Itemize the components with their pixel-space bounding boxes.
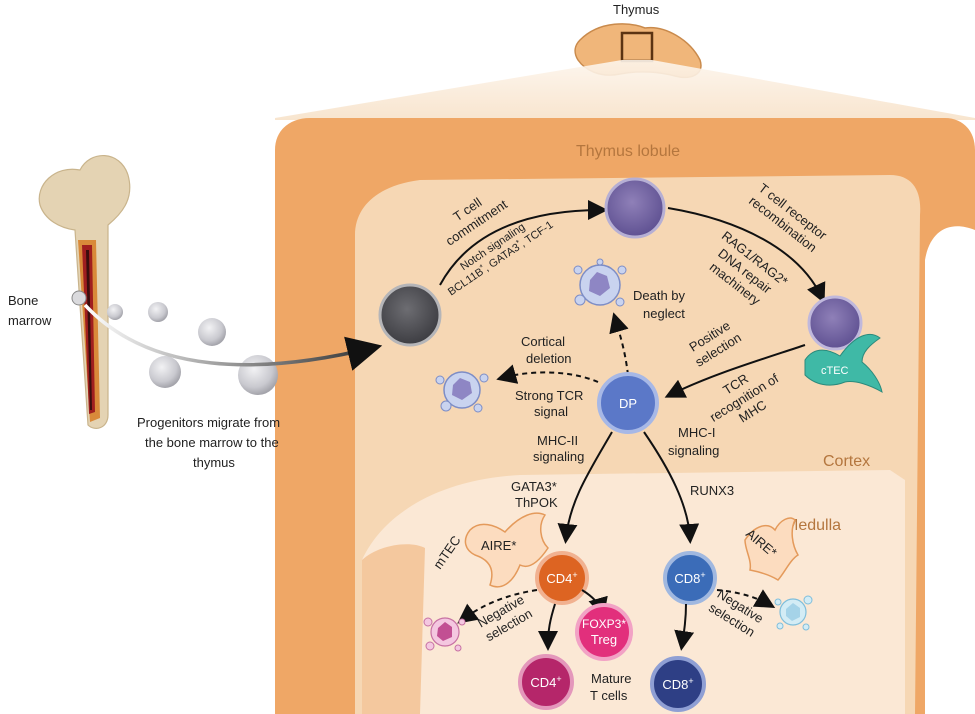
dn-cell — [604, 177, 666, 239]
mature-cd4-cell — [518, 654, 574, 710]
mtec-cell-left — [464, 512, 549, 588]
ctec-label: cTEC — [821, 365, 849, 377]
migration-text-3: thymus — [193, 455, 235, 470]
cd4-label: CD4+ — [546, 570, 577, 586]
progenitor-cell — [238, 355, 278, 395]
cd8-label: CD8+ — [674, 570, 705, 586]
progenitor-cell — [149, 356, 181, 388]
gata3-text: GATA3* — [511, 479, 557, 494]
mature-text-1: Mature — [591, 671, 631, 686]
ctec-cell — [804, 333, 883, 393]
mature-cd8-cell — [650, 656, 706, 712]
migration-text-1: Progenitors migrate from — [137, 415, 280, 430]
lobule-label: Thymus lobule — [576, 143, 680, 160]
progenitor-cell — [198, 318, 226, 346]
mature-text-2: T cells — [590, 688, 628, 703]
dp-cell — [597, 372, 659, 434]
cortex-label: Cortex — [823, 453, 870, 470]
dp-label: DP — [619, 396, 637, 411]
bone-icon — [38, 155, 131, 429]
foxp3-text: FOXP3* — [582, 617, 626, 631]
apoptotic-cell-deletion — [435, 371, 489, 413]
etp-cell — [378, 283, 442, 347]
progenitor-cell — [107, 304, 123, 320]
pre-dp-cell — [807, 295, 863, 351]
mhc2-text-2: signaling — [533, 449, 584, 464]
apoptotic-cell-neglect — [573, 258, 627, 307]
commitment-arrow — [439, 200, 608, 286]
neglect-text-1: Death by — [633, 288, 686, 303]
deletion-arrow — [496, 364, 599, 384]
medulla-region — [362, 470, 905, 714]
thpok-text: ThPOK — [515, 495, 558, 510]
cd4-cell — [535, 551, 589, 605]
mtec-cell-right — [744, 517, 800, 581]
migration-text-2: the bone marrow to the — [145, 435, 279, 450]
mhc1-text-2: signaling — [668, 443, 719, 458]
mature-cd8-label: CD8+ — [662, 676, 693, 692]
mhc1-text-1: MHC-I — [678, 425, 716, 440]
neglect-text-2: neglect — [643, 306, 685, 321]
treg-cell — [575, 603, 633, 661]
migration-arrow — [83, 303, 383, 371]
treg-text: Treg — [591, 632, 617, 647]
thymus-label: Thymus — [613, 2, 660, 17]
mature-cd4-arrow — [538, 603, 559, 651]
neg-selection-arrow-right — [716, 589, 776, 609]
strong-tcr-text-1: Strong TCR — [515, 388, 583, 403]
bone-label-2: marrow — [8, 313, 52, 328]
mhc2-text-1: MHC-II — [537, 433, 578, 448]
aire-left: AIRE* — [481, 538, 516, 553]
mature-cd8-arrow — [674, 603, 695, 651]
zoom-cone — [275, 60, 975, 120]
apoptotic-cell-left — [423, 617, 466, 652]
cd8-lineage-arrow — [643, 431, 700, 544]
progenitor-cell — [148, 302, 168, 322]
neglect-arrow — [609, 312, 629, 376]
bone-label-1: Bone — [8, 293, 38, 308]
recombination-arrow — [667, 207, 826, 304]
cortical-text-1: Cortical — [521, 334, 565, 349]
cortical-text-2: deletion — [526, 351, 572, 366]
medulla-label: Medulla — [785, 517, 841, 534]
neg-selection-arrow-left — [457, 589, 538, 624]
positive-selection-arrow — [664, 344, 806, 398]
apoptotic-cell-right — [774, 595, 813, 631]
mature-cd4-label: CD4+ — [530, 674, 561, 690]
strong-tcr-text-2: signal — [534, 404, 568, 419]
runx3-text: RUNX3 — [690, 483, 734, 498]
cd4-lineage-arrow — [557, 431, 613, 544]
cd8-cell — [663, 551, 717, 605]
